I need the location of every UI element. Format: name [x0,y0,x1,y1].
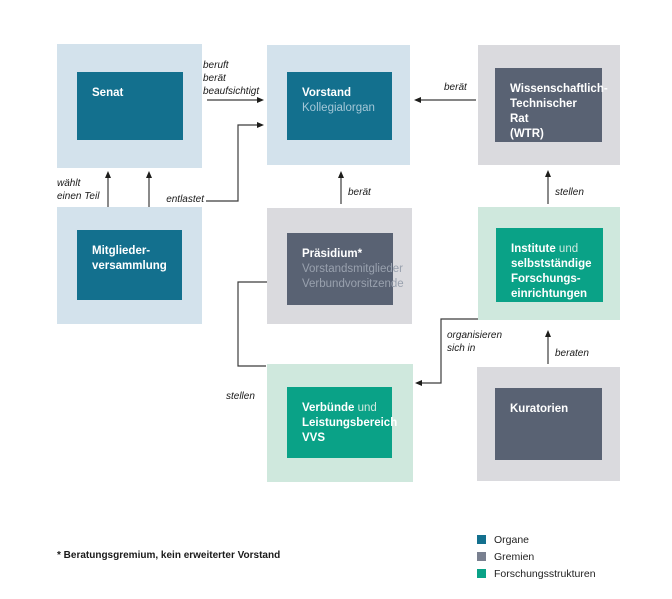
verbuende-title: Verbünde und Leistungsbereich VVS [302,402,398,444]
legend-swatch-forschungsstrukturen [477,569,486,578]
label-stellen-verbuende: stellen [226,391,255,402]
label-waehlt-einen-teil: wählt einen Teil [57,178,100,202]
praesidium-subtitle: Vorstandsmitglieder Verbundvorsitzende [302,263,404,290]
vorstand-inner-box: Vorstand Kollegialorgan [287,72,392,140]
footnote: * Beratungsgremium, kein erweiterter Vor… [57,550,281,561]
legend-row-organe: Organe [477,531,596,548]
label-stellen-wtr: stellen [555,187,584,198]
legend-label-organe: Organe [494,533,530,546]
senat-title: Senat [92,87,124,99]
label-organisieren-sich-in: organisieren sich in [447,330,503,354]
vorstand-box: Vorstand Kollegialorgan [267,45,410,165]
label-entlastet: entlastet [166,194,204,205]
kuratorien-inner-box: Kuratorien [495,388,602,460]
wtr-title: Wissenschaftlich- Technischer Rat (WTR) [510,83,608,140]
legend-swatch-gremien [477,552,486,561]
institute-title: Institute und selbstständige Forschungs-… [511,243,592,300]
mitgliederversammlung-title: Mitglieder- versammlung [92,245,167,272]
arrow-entlastet [206,122,264,202]
praesidium-box: Präsidium* Vorstandsmitglieder Verbundvo… [267,208,412,324]
kuratorien-title: Kuratorien [510,403,569,415]
vorstand-title: Vorstand [302,87,351,99]
wtr-box: Wissenschaftlich- Technischer Rat (WTR) [478,45,620,165]
mitgliederversammlung-box: Mitglieder- versammlung [57,207,202,324]
senat-box: Senat [57,44,202,168]
legend-row-gremien: Gremien [477,548,596,565]
legend-swatch-organe [477,535,486,544]
wtr-inner-box: Wissenschaftlich- Technischer Rat (WTR) [495,68,608,142]
legend-label-forschungsstrukturen: Forschungsstrukturen [494,567,596,580]
vorstand-subtitle: Kollegialorgan [302,102,375,114]
kuratorien-box: Kuratorien [477,367,620,481]
mitgliederversammlung-inner-box: Mitglieder- versammlung [77,230,182,300]
verbuende-inner-box: Verbünde und Leistungsbereich VVS [287,387,398,458]
praesidium-inner-box: Präsidium* Vorstandsmitglieder Verbundvo… [287,233,404,305]
praesidium-title: Präsidium* [302,248,363,260]
legend-label-gremien: Gremien [494,550,535,563]
label-beraet-praesidium: berät [348,187,371,198]
label-beruft-beraet-beaufsichtigt: beruft berät beaufsichtigt [203,60,260,97]
verbuende-box: Verbünde und Leistungsbereich VVS [267,364,413,482]
institute-box: Institute und selbstständige Forschungs-… [478,207,620,320]
label-beraten: beraten [555,348,589,359]
legend-row-forschungsstrukturen: Forschungsstrukturen [477,565,596,582]
label-beraet-wtr: berät [444,82,467,93]
senat-inner-box: Senat [77,72,183,140]
legend: Organe Gremien Forschungsstrukturen [477,531,596,582]
institute-inner-box: Institute und selbstständige Forschungs-… [496,228,603,302]
